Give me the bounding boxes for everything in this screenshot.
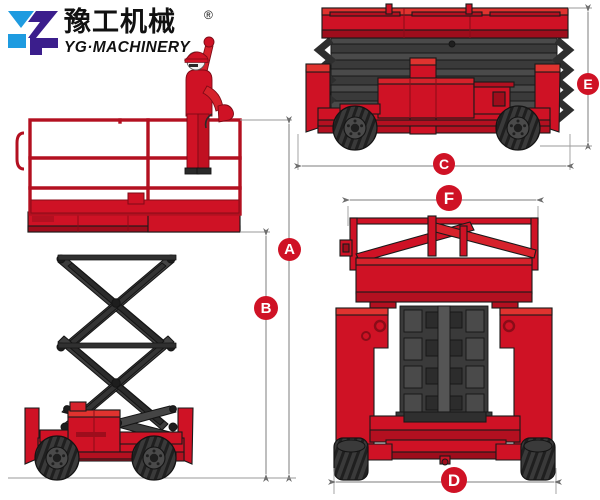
dimension-badge-E-label: E [583,76,593,92]
dimension-badge-C: C [433,153,455,175]
dimension-badge-C-label: C [438,156,450,172]
wheel-front-left [34,435,80,481]
platform-front [339,215,539,309]
platform-guardrail [28,118,242,216]
wheel-rear-left [131,435,177,481]
dimension-badge-A: A [278,238,301,261]
dimension-line-B [240,228,270,482]
dimension-badge-D-label: D [447,470,461,490]
wheel-front-right-front-view [520,437,556,481]
platform-deck [27,211,241,233]
wheel-front-left-front-view [333,437,369,481]
brand-english-name: YG·MACHINERY [64,39,190,56]
dimension-badge-E: E [577,73,599,95]
brand-chinese-name: 豫工机械 [64,7,176,38]
dimension-badge-B: B [254,296,278,320]
view-elevated-side [8,36,296,482]
platform-stowed [321,3,569,39]
dimension-badge-A-label: A [284,241,295,258]
wheel-front-stowed [332,105,378,151]
view-front [328,197,562,494]
operator-figure [183,36,234,175]
yg-logo-mark [8,11,58,55]
dimension-badge-F-label: F [443,188,455,208]
view-stowed-side [294,3,592,170]
dimension-badge-B-label: B [260,299,272,317]
dimension-badge-D: D [441,467,467,493]
brand-logo: 豫工机械 ® YG·MACHINERY [6,6,232,62]
chassis-front-view [335,307,553,466]
dimension-badge-F: F [436,185,462,211]
dimension-line-A [240,116,296,482]
registered-trademark-icon: ® [204,8,213,22]
wheel-rear-stowed [495,105,541,151]
